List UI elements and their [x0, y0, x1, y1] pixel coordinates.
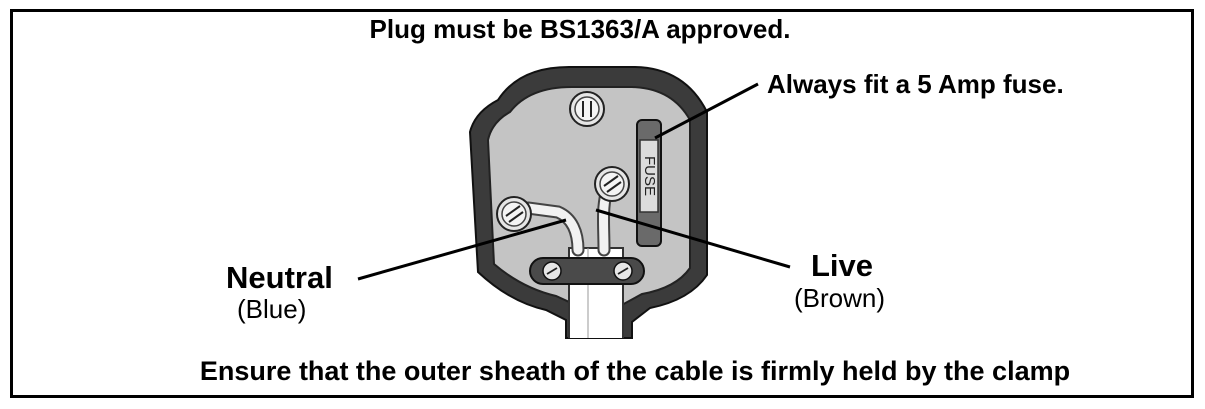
fuse-note: Always fit a 5 Amp fuse.	[767, 69, 1064, 99]
live-color-label: (Brown)	[794, 283, 886, 313]
neutral-color-label: (Blue)	[237, 294, 307, 324]
top-screw-icon	[569, 91, 605, 127]
page-title: Plug must be BS1363/A approved.	[369, 14, 791, 44]
live-label: Live	[811, 248, 874, 283]
live-terminal-screw-icon	[594, 166, 630, 202]
cable-clamp	[529, 257, 645, 285]
diagram-frame	[10, 9, 1194, 398]
live-leader-line	[595, 208, 791, 269]
fuse-icon: FUSE	[636, 119, 662, 247]
clamp-note: Ensure that the outer sheath of the cabl…	[199, 356, 1071, 386]
neutral-leader-line	[357, 218, 567, 281]
fuse-label: FUSE	[641, 156, 658, 196]
neutral-terminal-screw-icon	[496, 196, 532, 232]
fuse-leader-line	[654, 82, 759, 140]
neutral-label: Neutral	[226, 260, 333, 295]
